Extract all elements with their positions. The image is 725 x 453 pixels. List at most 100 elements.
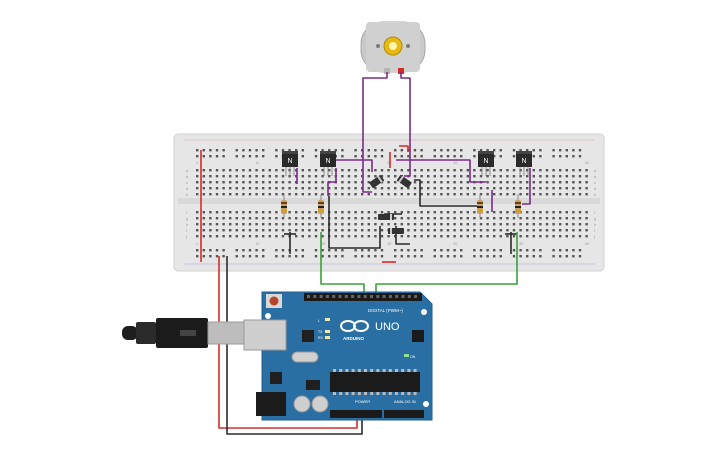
header-pin[interactable]	[376, 295, 380, 298]
wire-black-right[interactable]	[414, 179, 480, 207]
breadboard-hole	[466, 187, 469, 190]
breadboard-hole	[407, 169, 410, 172]
breadboard-hole	[235, 211, 238, 214]
breadboard-hole	[229, 235, 232, 238]
mcu-pin	[345, 369, 349, 372]
digital-header-holes	[307, 295, 418, 298]
wire-black-gnd[interactable]	[226, 256, 363, 435]
header-pin[interactable]	[395, 295, 399, 298]
header-pin[interactable]	[325, 295, 329, 298]
breadboard-hole	[196, 249, 199, 252]
reset-button[interactable]	[269, 296, 279, 306]
breadboard-hole	[262, 249, 265, 252]
dc-jack[interactable]	[256, 392, 286, 416]
row-label: g	[186, 216, 188, 221]
breadboard-hole	[420, 217, 423, 220]
wire-motor-left[interactable]	[362, 72, 388, 193]
breadboard-hole	[354, 223, 357, 226]
header-pin[interactable]	[401, 295, 405, 298]
breadboard-hole	[347, 181, 351, 184]
resistor-4[interactable]	[515, 194, 521, 218]
breadboard-hole	[374, 149, 377, 152]
breadboard-hole	[578, 255, 582, 258]
header-pin[interactable]	[414, 295, 418, 298]
breadboard-hole	[512, 223, 516, 226]
breadboard-hole	[209, 235, 212, 238]
mcu-pin	[413, 369, 417, 372]
breadboard-hole	[222, 169, 225, 172]
transistor-2[interactable]: N	[320, 151, 336, 176]
transistor-4[interactable]: N	[516, 151, 532, 176]
diode-1[interactable]	[369, 175, 385, 189]
diode-2[interactable]	[396, 175, 412, 189]
transistor-1[interactable]: N	[282, 151, 298, 176]
header-pin[interactable]	[313, 295, 317, 298]
breadboard-hole	[209, 175, 212, 178]
breadboard-hole	[407, 249, 410, 252]
breadboard-hole	[354, 217, 357, 220]
header-pin[interactable]	[370, 295, 373, 298]
wire-purple-left-top[interactable]	[329, 159, 373, 172]
breadboard-hole	[367, 187, 370, 190]
breadboard-hole	[466, 229, 469, 232]
breadboard-hole	[420, 175, 423, 178]
wire-purple-right-top[interactable]	[396, 159, 486, 183]
header-pin[interactable]	[332, 295, 336, 298]
resistor-1[interactable]	[281, 194, 287, 218]
breadboard-hole	[446, 181, 450, 184]
breadboard-hole	[341, 217, 344, 220]
resistor-3[interactable]	[477, 194, 483, 218]
wire-black-left[interactable]	[328, 196, 381, 249]
breadboard-hole	[400, 169, 403, 172]
mcu-pin	[382, 392, 386, 395]
usb-b-port[interactable]	[243, 319, 287, 351]
breadboard-hole	[413, 217, 417, 220]
wire-red-center-top-2[interactable]	[399, 145, 409, 152]
diode-3[interactable]	[378, 214, 394, 220]
breadboard-hole	[453, 155, 456, 158]
breadboard-hole	[559, 193, 562, 196]
wire-purple-right[interactable]	[522, 168, 531, 205]
breadboard-hole	[196, 223, 199, 226]
wire-purple-left-2[interactable]	[327, 168, 337, 196]
breadboard-hole	[512, 235, 516, 238]
breadboard-hole	[215, 169, 219, 172]
breadboard-hole	[374, 229, 377, 232]
header-pin[interactable]	[338, 295, 342, 298]
header-pin[interactable]	[344, 295, 348, 298]
breadboard-hole	[532, 255, 535, 258]
transistor-label: N	[483, 158, 488, 165]
transistor-3[interactable]: N	[478, 151, 494, 176]
header-pin[interactable]	[388, 295, 392, 298]
usb-cable[interactable]	[122, 318, 247, 348]
breadboard-hole	[466, 235, 469, 238]
arduino-uno[interactable]: UNO ARDUINO DIGITAL (PWM~) POWER ANALOG …	[243, 291, 433, 421]
breadboard-hole	[229, 229, 232, 232]
header-pin[interactable]	[307, 295, 310, 298]
breadboard-hole	[466, 193, 469, 196]
header-pin[interactable]	[357, 295, 361, 298]
header-pin[interactable]	[407, 295, 411, 298]
wire-motor-right[interactable]	[400, 72, 411, 177]
header-pin[interactable]	[382, 295, 386, 298]
breadboard-hole	[539, 169, 542, 172]
breadboard-hole	[215, 223, 219, 226]
dc-motor[interactable]	[360, 21, 426, 74]
row-label: d	[186, 186, 188, 191]
breadboard-hole	[427, 235, 430, 238]
header-pin[interactable]	[351, 295, 355, 298]
breadboard-hole	[380, 193, 384, 196]
header-pin[interactable]	[319, 295, 323, 298]
diode-4[interactable]	[388, 228, 404, 234]
wire-green-left[interactable]	[320, 232, 365, 297]
breadboard-hole	[314, 255, 318, 258]
brand-label: ARDUINO	[343, 336, 364, 341]
breadboard-hole	[559, 175, 562, 178]
breadboard-hole	[334, 149, 337, 152]
breadboard-hole	[255, 175, 258, 178]
resistor-2[interactable]	[318, 194, 324, 218]
breadboard-hole	[281, 223, 285, 226]
header-pin[interactable]	[363, 295, 367, 298]
wire-green-right[interactable]	[375, 232, 518, 297]
